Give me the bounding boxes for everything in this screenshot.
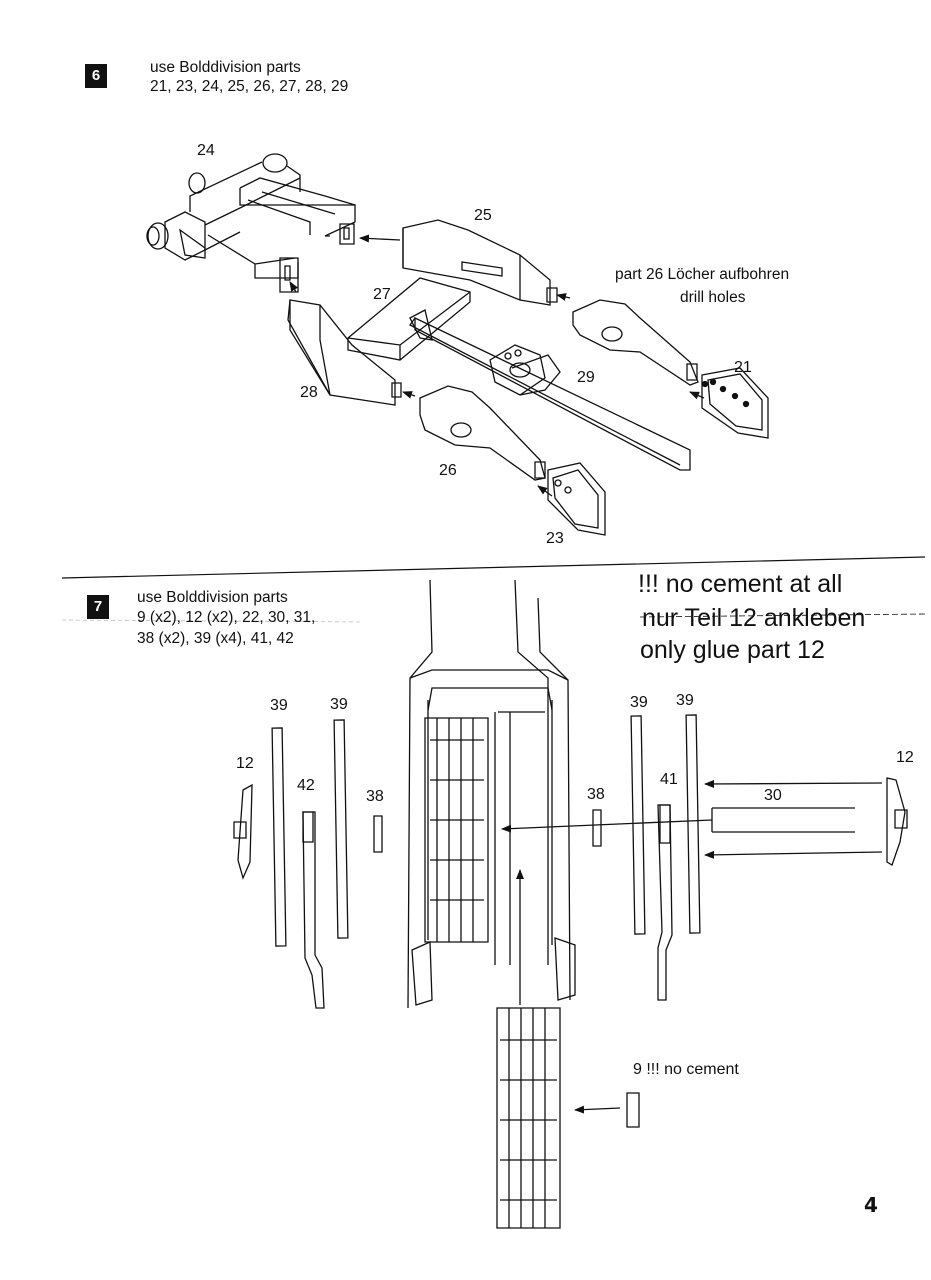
frame-assembly [408, 580, 575, 1008]
part-9 [627, 1093, 639, 1127]
label-41: 41 [660, 771, 678, 788]
warning-line1: !!! no cement at all [638, 570, 843, 598]
part-29 [410, 318, 690, 470]
warning-line2: nur Teil 12 ankleben [642, 604, 866, 632]
part-38-b [593, 810, 601, 846]
drill-note-line1: part 26 Löcher aufbohren [615, 266, 790, 283]
label-21: 21 [734, 359, 752, 376]
part-26-upper [573, 300, 698, 385]
step-7-badge: 7 [87, 595, 109, 619]
part-25 [403, 220, 557, 305]
label-38-right: 38 [587, 786, 605, 803]
part-26-lower [420, 386, 545, 480]
step-6-instruction-line2: 21, 23, 24, 25, 26, 27, 28, 29 [150, 78, 349, 95]
label-42: 42 [297, 777, 315, 794]
label-26: 26 [439, 462, 457, 479]
drill-note-line2: drill holes [680, 289, 746, 306]
label-39-d: 39 [676, 692, 694, 709]
part-38-a [374, 816, 382, 852]
label-12-right: 12 [896, 749, 914, 766]
part-39-b [334, 720, 348, 938]
step-7-instruction-line2: 9 (x2), 12 (x2), 22, 30, 31, [137, 609, 316, 626]
part-41 [658, 805, 672, 1000]
step-divider [62, 557, 925, 578]
part-12-right [887, 778, 907, 865]
label-39-a: 39 [270, 697, 288, 714]
part-21 [702, 368, 768, 438]
part-39-a [272, 728, 286, 946]
step-7-instruction-line1: use Bolddivision parts [137, 589, 288, 606]
step-7-instruction-line3: 38 (x2), 39 (x4), 41, 42 [137, 630, 294, 647]
page-number: 4 [864, 1193, 878, 1217]
part-42 [303, 812, 324, 1008]
label-28: 28 [300, 384, 318, 401]
label-39-b: 39 [330, 696, 348, 713]
step-6-badge: 6 [85, 64, 107, 88]
label-39-c: 39 [630, 694, 648, 711]
warning-line3: only glue part 12 [640, 636, 825, 664]
label-30: 30 [764, 787, 782, 804]
track-piece [497, 1008, 560, 1228]
part-28 [288, 300, 401, 405]
part-24 [147, 154, 355, 292]
label-25: 25 [474, 207, 492, 224]
label-29: 29 [577, 369, 595, 386]
part-30 [712, 808, 855, 832]
part-23 [548, 463, 605, 535]
label-23: 23 [546, 530, 564, 547]
step-6-instruction-line1: use Bolddivision parts [150, 59, 301, 76]
part-9-note: 9 !!! no cement [633, 1061, 739, 1078]
label-27: 27 [373, 286, 391, 303]
label-24: 24 [197, 142, 215, 159]
part-39-d [686, 715, 700, 933]
part-39-c [631, 716, 645, 934]
part-27 [348, 278, 470, 360]
part-12-left [234, 785, 252, 878]
label-38-left: 38 [366, 788, 384, 805]
label-12-left: 12 [236, 755, 254, 772]
